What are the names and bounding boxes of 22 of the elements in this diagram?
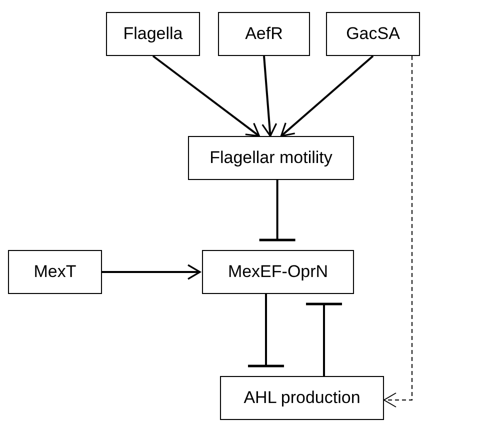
inhibition-line	[246, 294, 286, 368]
gene-label: Flagellar motility	[210, 148, 332, 168]
arrow	[262, 56, 278, 137]
gene-box	[106, 12, 200, 56]
gene-box	[218, 12, 310, 56]
gene-box	[326, 12, 420, 56]
gene-label: GacSA	[346, 24, 400, 44]
gene-label: AefR	[245, 24, 283, 44]
gene-box	[188, 136, 354, 180]
arrow	[102, 264, 201, 280]
inhibition-line	[258, 180, 296, 242]
gene-label: Flagella	[123, 24, 183, 44]
arrow	[384, 56, 412, 408]
gene-label: MexT	[34, 262, 76, 282]
arrow	[280, 55, 374, 137]
gene-label: AHL production	[244, 388, 360, 408]
gene-box	[8, 250, 102, 294]
gene-label: MexEF-OprN	[228, 262, 328, 282]
arrow	[152, 55, 260, 137]
inhibition-line	[304, 302, 344, 376]
gene-box	[202, 250, 354, 294]
gene-box	[220, 376, 384, 420]
